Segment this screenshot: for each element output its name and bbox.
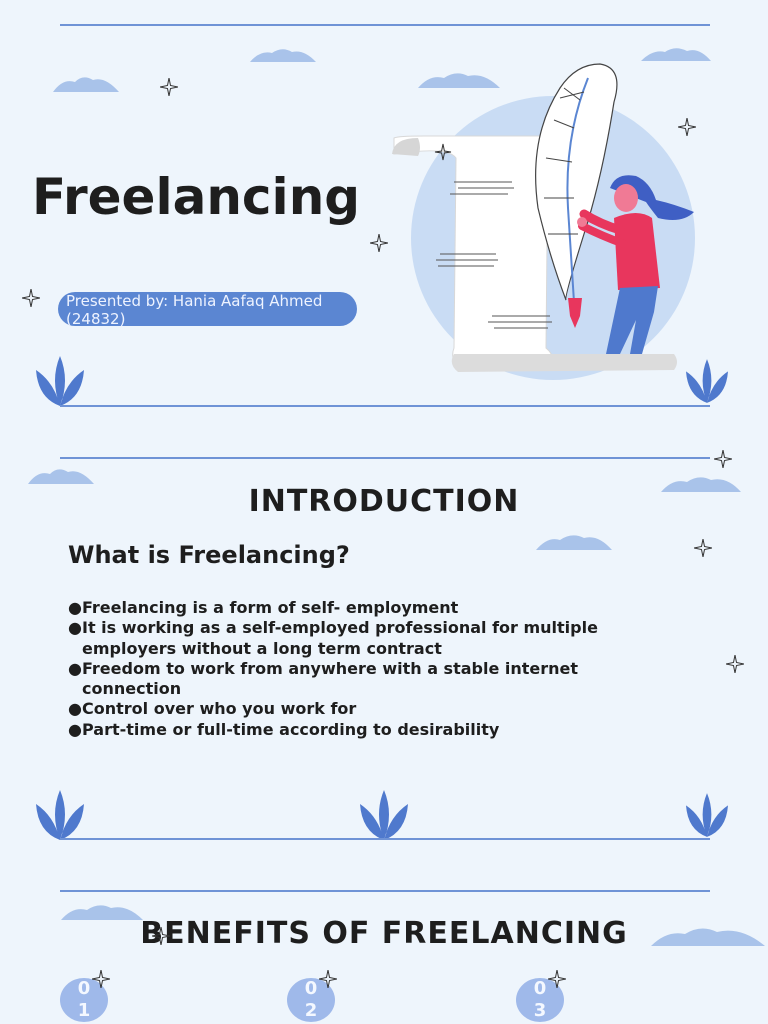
cloud-icon [651, 928, 765, 946]
cloud-icon [641, 48, 711, 61]
list-item: ●Freedom to work from anywhere with a st… [68, 658, 579, 699]
list-item: ●Freelancing is a form of self- employme… [68, 598, 459, 617]
bullet-list: ●Freelancing is a form of self- employme… [68, 598, 668, 740]
top-rule [60, 457, 710, 459]
freelancer-illustration [392, 63, 695, 380]
presenter-id: (24832) [66, 310, 126, 326]
leaf-plant-icon [686, 359, 728, 403]
bullet-dot: ● [68, 699, 82, 719]
bottom-rule [60, 405, 710, 407]
leaf-plant-icon [36, 356, 84, 406]
section-subtitle: What is Freelancing? [68, 541, 350, 569]
sparkle-icon [678, 118, 696, 136]
bottom-rule [60, 838, 710, 840]
presenter-name: Presented by: Hania Aafaq Ahmed [66, 292, 323, 310]
sparkle-icon [370, 234, 388, 252]
leaf-plant-icon [686, 793, 728, 837]
cloud-icon [250, 49, 316, 62]
list-item: ●Part-time or full-time according to des… [68, 719, 500, 739]
sparkle-icon [92, 970, 110, 988]
paper-scroll-icon [392, 135, 677, 372]
section-title: BENEFITS OF FREELANCING [140, 916, 628, 951]
sparkle-icon [726, 655, 744, 673]
cloud-icon [536, 535, 612, 550]
leaf-plant-icon [36, 790, 84, 840]
presenter-badge: Presented by: Hania Aafaq Ahmed (24832) [58, 292, 357, 326]
slide-title: Freelancing [32, 168, 361, 226]
top-rule [60, 24, 710, 26]
cloud-icon [53, 77, 119, 92]
cloud-icon [661, 477, 741, 492]
sparkle-icon [152, 927, 170, 945]
quill-pen-icon [535, 63, 618, 328]
bullet-dot: ● [68, 719, 82, 739]
sparkle-icon [434, 143, 452, 161]
sparkle-icon [22, 289, 40, 307]
top-rule [60, 890, 710, 892]
bullet-dot: ● [68, 598, 82, 617]
list-item: ●Control over who you work for [68, 699, 357, 719]
woman-figure-icon [577, 175, 694, 354]
sparkle-icon [548, 970, 566, 988]
cloud-icon [418, 73, 500, 88]
bullet-dot: ● [68, 658, 82, 678]
sparkle-icon [714, 450, 732, 468]
cloud-icon [61, 905, 143, 920]
bullet-dot: ● [68, 618, 82, 638]
cloud-icon [28, 469, 94, 484]
leaf-plant-icon [360, 790, 408, 840]
sparkle-icon [694, 539, 712, 557]
section-title: INTRODUCTION [248, 484, 520, 519]
list-item: ●It is working as a self-employed profes… [68, 618, 598, 658]
sparkle-icon [319, 970, 337, 988]
sparkle-icon [160, 78, 178, 96]
